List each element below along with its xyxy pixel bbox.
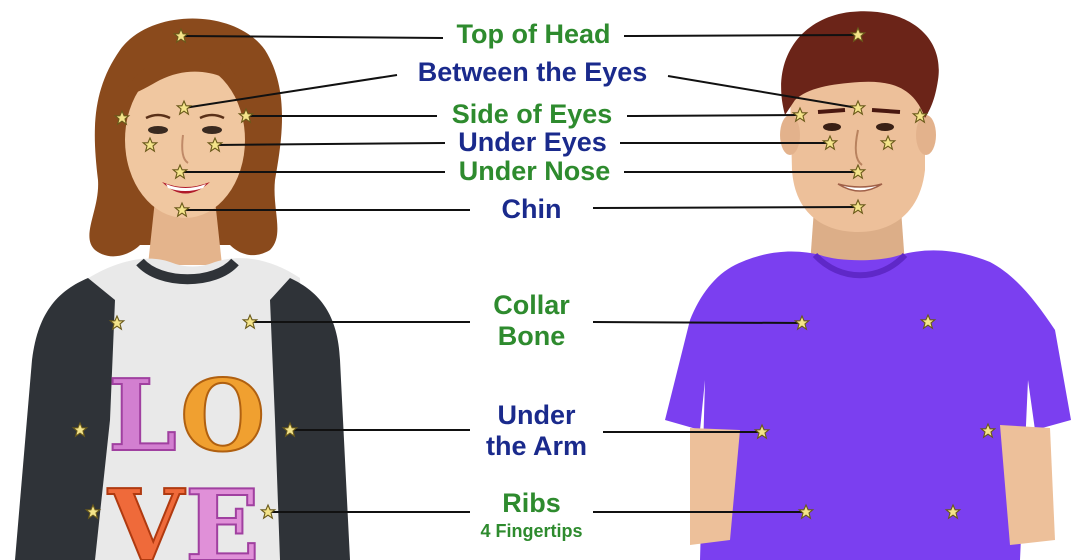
love-print: L O V E: [107, 359, 265, 560]
label-between-the-eyes: Between the Eyes: [397, 59, 668, 86]
man-left-eye: [823, 123, 841, 131]
man-figure: [665, 11, 1071, 560]
love-letter-v: V: [107, 469, 186, 560]
label-top-of-head: Top of Head: [443, 21, 624, 48]
label-the-arm: the Arm: [470, 433, 603, 460]
label-fingertips: 4 Fingertips: [460, 522, 603, 540]
man-right-eye: [876, 123, 894, 131]
label-bone: Bone: [470, 323, 593, 350]
woman-right-eye: [202, 126, 222, 134]
label-under: Under: [470, 402, 603, 429]
woman-figure: L O V E: [15, 19, 350, 560]
label-under-eyes: Under Eyes: [445, 129, 620, 156]
label-chin: Chin: [470, 196, 593, 223]
label-collar: Collar: [470, 292, 593, 319]
label-ribs: Ribs: [470, 490, 593, 517]
label-under-nose: Under Nose: [445, 158, 624, 185]
woman-right-sleeve: [270, 278, 350, 560]
love-letter-l: L: [108, 359, 177, 474]
label-side-of-eyes: Side of Eyes: [437, 101, 627, 128]
love-letter-e: E: [185, 469, 260, 560]
love-letter-o: O: [180, 359, 265, 474]
woman-left-eye: [148, 126, 168, 134]
